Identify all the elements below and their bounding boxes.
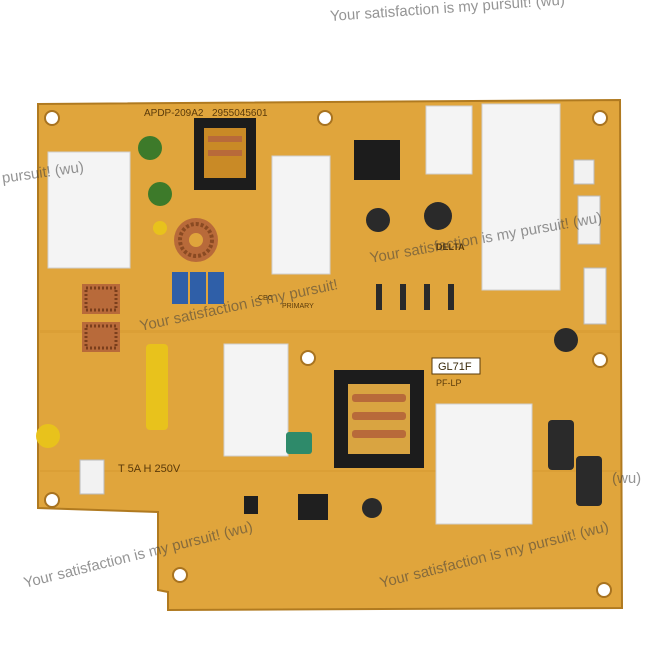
primary-label: PRIMARY xyxy=(282,303,314,310)
film-capacitor-green xyxy=(286,432,312,454)
cec-mark: CEC xyxy=(258,295,273,302)
model-label: GL71F xyxy=(438,361,472,373)
fuse-rating-label: T 5A H 250V xyxy=(118,463,181,475)
pf-label: PF-LP xyxy=(436,378,462,388)
common-mode-chokes xyxy=(82,284,120,352)
y-capacitors xyxy=(36,221,168,448)
delta-logo: DELTA xyxy=(436,242,465,252)
heatsink-right-bottom xyxy=(435,403,533,525)
heatsink-left xyxy=(47,151,131,269)
heatsink-center-top xyxy=(271,155,331,275)
x-capacitors xyxy=(172,272,224,304)
electrolytic-capacitors xyxy=(362,202,602,518)
inductor-top-right xyxy=(354,140,400,180)
ics xyxy=(244,494,328,520)
heatsink-top-small xyxy=(425,105,473,175)
heatsink-center-mid xyxy=(223,343,289,457)
toroid-inductor xyxy=(174,218,218,262)
standby-transformer xyxy=(194,118,256,190)
mounting-holes xyxy=(44,110,612,598)
part-number-label: APDP-209A2 xyxy=(144,108,204,119)
connectors xyxy=(79,159,607,495)
heatsink-right-tall xyxy=(481,103,561,291)
varistors xyxy=(138,136,172,206)
bridge-diodes xyxy=(376,284,454,310)
main-transformer xyxy=(334,370,424,468)
serial-label: 2955045601 xyxy=(212,108,268,119)
